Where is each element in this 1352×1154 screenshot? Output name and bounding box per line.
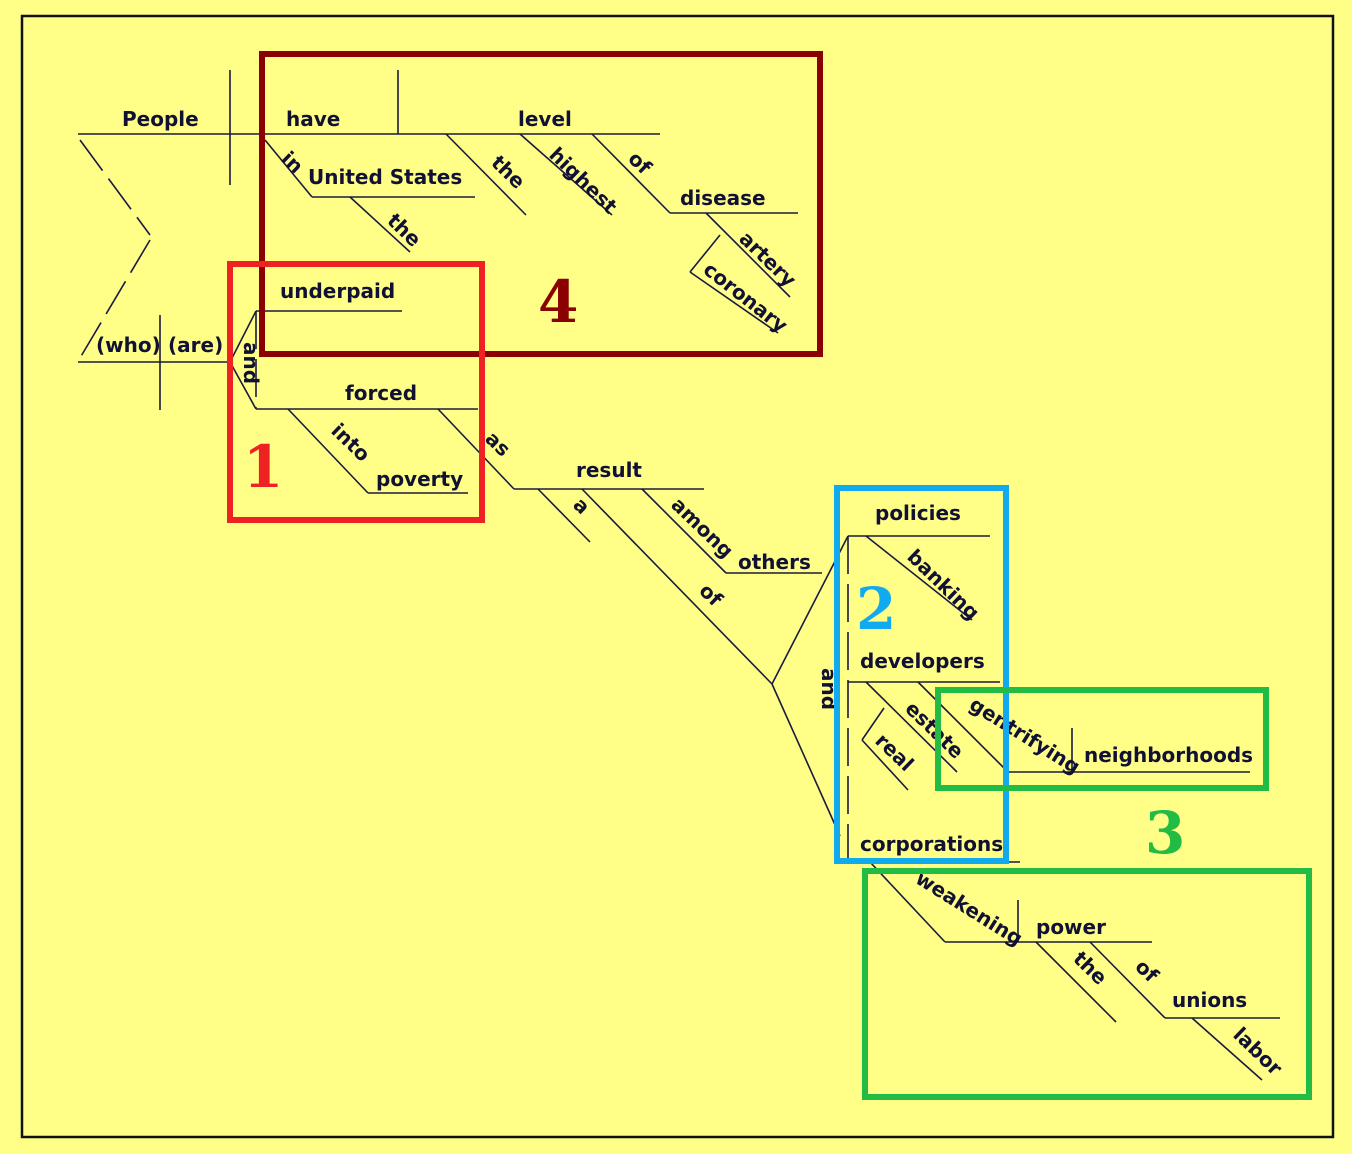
word-result: result bbox=[576, 458, 642, 482]
word-banking: banking bbox=[903, 544, 985, 624]
word-people: People bbox=[122, 107, 199, 131]
word-of-level: of bbox=[624, 146, 657, 179]
box-label-4: 4 bbox=[538, 268, 578, 336]
word-weakening: weakening bbox=[911, 866, 1027, 951]
word-the-us: the bbox=[383, 208, 427, 251]
box-1 bbox=[227, 261, 485, 523]
word-developers: developers bbox=[860, 649, 985, 673]
word-of-power: of bbox=[1131, 954, 1164, 987]
box-label-3: 3 bbox=[1145, 799, 1185, 867]
word-united-states: United States bbox=[308, 165, 462, 189]
box-3b bbox=[862, 868, 1312, 1100]
relative-clause-connector bbox=[79, 139, 151, 359]
box-3 bbox=[935, 687, 1269, 791]
main-clause-lines bbox=[78, 70, 798, 334]
word-real: real bbox=[871, 728, 919, 776]
word-power: power bbox=[1036, 915, 1106, 939]
word-neighborhoods: neighborhoods bbox=[1084, 743, 1253, 767]
word-unions: unions bbox=[1172, 988, 1247, 1012]
word-poverty: poverty bbox=[376, 467, 463, 491]
word-disease: disease bbox=[680, 186, 766, 210]
word-who: (who) bbox=[96, 333, 161, 357]
box-2 bbox=[834, 485, 1009, 864]
highlight-boxes bbox=[227, 51, 1312, 1100]
word-level: level bbox=[518, 107, 572, 131]
word-corporations: corporations bbox=[860, 832, 1003, 856]
word-forced: forced bbox=[345, 381, 417, 405]
compound-object-lines bbox=[771, 535, 1280, 1081]
word-labor: labor bbox=[1229, 1022, 1288, 1080]
word-others: others bbox=[738, 550, 811, 574]
box-label-1: 1 bbox=[243, 433, 283, 501]
word-are: (are) bbox=[168, 333, 223, 357]
word-the-power: the bbox=[1069, 946, 1113, 989]
word-gentrifying: gentrifying bbox=[965, 692, 1084, 779]
word-the-level: the bbox=[487, 150, 531, 193]
word-among: among bbox=[667, 492, 739, 563]
box-label-2: 2 bbox=[856, 575, 896, 643]
word-of-result: of bbox=[695, 578, 728, 611]
word-in: in bbox=[277, 146, 309, 178]
box-4 bbox=[259, 51, 823, 357]
word-underpaid: underpaid bbox=[280, 279, 395, 303]
relative-clause-lines bbox=[78, 310, 822, 685]
word-into: into bbox=[327, 418, 376, 466]
word-a: a bbox=[569, 492, 595, 519]
word-policies: policies bbox=[875, 501, 961, 525]
word-have: have bbox=[286, 107, 340, 131]
diagram-frame bbox=[20, 14, 1335, 1139]
word-as: as bbox=[481, 426, 516, 461]
